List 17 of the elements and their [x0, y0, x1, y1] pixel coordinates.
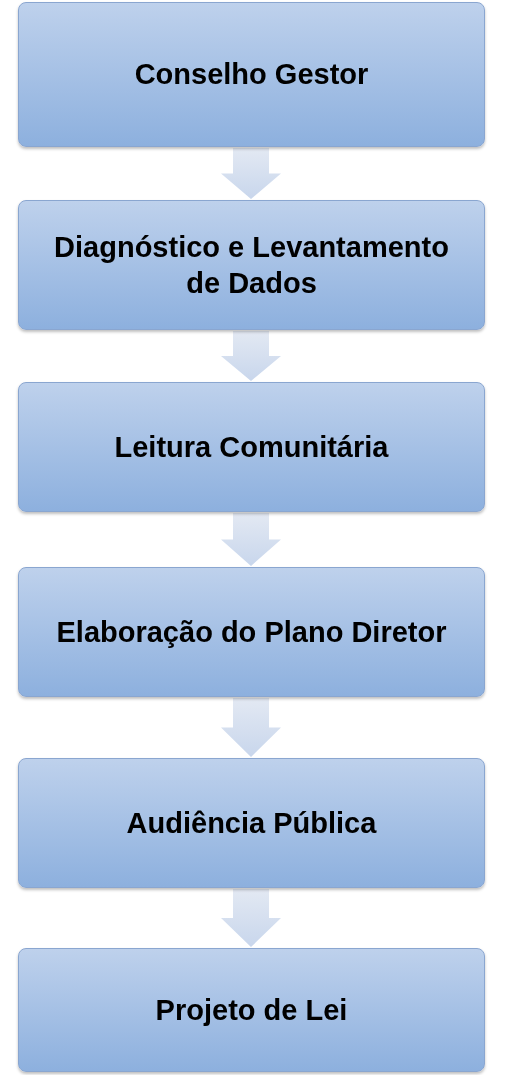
step-label: Leitura Comunitária: [114, 429, 389, 465]
process-box: [18, 567, 485, 697]
block-arrow: [221, 148, 281, 199]
step-label: Audiência Pública: [126, 805, 377, 841]
step-label: Elaboração do Plano Diretor: [56, 614, 447, 650]
block-arrow: [221, 889, 281, 947]
process-box: [18, 200, 485, 330]
step-label: Conselho Gestor: [134, 57, 369, 93]
block-arrow: [221, 331, 281, 381]
block-arrow: [221, 513, 281, 566]
process-box: [18, 948, 485, 1072]
process-box: [18, 2, 485, 147]
block-arrow: [221, 698, 281, 757]
process-box: [18, 758, 485, 888]
step-label: Diagnóstico e Levantamento de Dados: [53, 229, 450, 301]
step-label: Projeto de Lei: [155, 992, 348, 1028]
process-box: [18, 382, 485, 512]
